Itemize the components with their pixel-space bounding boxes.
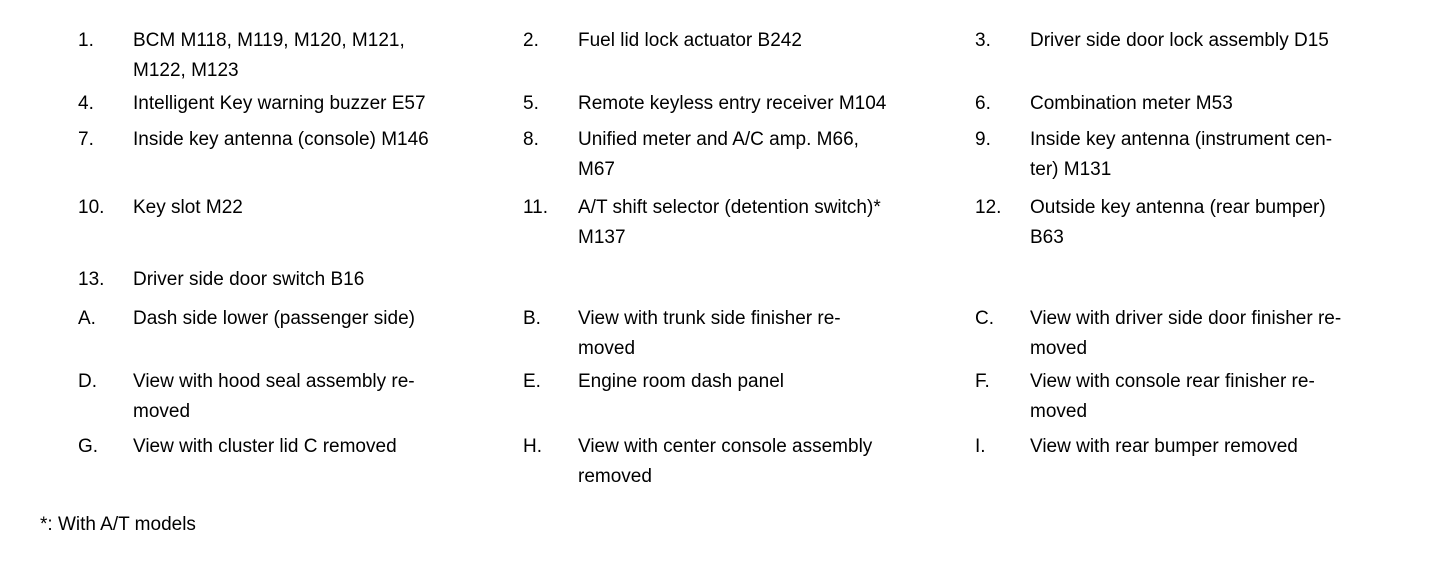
legend-row: 7. Inside key antenna (console) M146 8. Uni… [78,125,1456,185]
item-text: View with trunk side finisher re- moved [578,308,841,359]
item-text: Key slot M22 [133,197,243,218]
legend-item: C. View with driver side door finisher re… [975,304,1445,364]
item-text: Dash side lower (passenger side) [133,308,415,329]
item-label: A. [78,308,96,329]
item-text: Combination meter M53 [1030,93,1233,114]
legend-item: 3. Driver side door lock assembly D15 [975,26,1445,56]
item-text: Engine room dash panel [578,371,784,392]
legend-item: 11. A/T shift selector (detention switch)… [523,193,975,253]
item-label: 7. [78,129,94,150]
item-text: Driver side door lock assembly D15 [1030,30,1329,51]
item-text: Inside key antenna (instrument cen- ter)… [1030,129,1333,180]
item-label: 4. [78,93,94,114]
legend-item: 5. Remote keyless entry receiver M104 [523,89,975,119]
legend-item: 1. BCM M118, M119, M120, M121, M122, M123 [78,26,523,86]
legend-item: F. View with console rear finisher re- mo… [975,367,1445,427]
legend-item: B. View with trunk side finisher re- move… [523,304,975,364]
item-label: 12. [975,197,1002,218]
legend-item: 4. Intelligent Key warning buzzer E57 [78,89,523,119]
item-text: View with rear bumper removed [1030,436,1298,457]
item-text: Intelligent Key warning buzzer E57 [133,93,426,114]
legend-item: A. Dash side lower (passenger side) [78,304,523,334]
item-label: C. [975,308,994,329]
item-label: 6. [975,93,991,114]
legend-row: 10. Key slot M22 11. A/T shift selector (de… [78,193,1456,253]
legend-row: D. View with hood seal assembly re- moved… [78,367,1456,427]
item-label: D. [78,371,97,392]
legend-item: D. View with hood seal assembly re- moved [78,367,523,427]
legend-item: 13. Driver side door switch B16 [78,265,523,295]
legend-item: 10. Key slot M22 [78,193,523,223]
item-label: 5. [523,93,539,114]
legend-item: 6. Combination meter M53 [975,89,1445,119]
item-text: Inside key antenna (console) M146 [133,129,429,150]
legend-row: 13. Driver side door switch B16 [78,265,1456,295]
item-text: View with console rear finisher re- move… [1030,371,1315,422]
item-text: Unified meter and A/C amp. M66, M67 [578,129,859,180]
item-text: Driver side door switch B16 [133,269,365,290]
item-label: I. [975,436,986,457]
item-text: Fuel lid lock actuator B242 [578,30,802,51]
item-text: View with driver side door finisher re- … [1030,308,1342,359]
legend-row: G. View with cluster lid C removed H. View … [78,432,1456,492]
item-label: F. [975,371,990,392]
legend-item: I. View with rear bumper removed [975,432,1445,462]
legend-item: 8. Unified meter and A/C amp. M66, M67 [523,125,975,185]
footnote-asterisk-note: *: With A/T models [40,514,196,535]
item-label: H. [523,436,542,457]
item-label: 11. [523,197,549,218]
item-text: Outside key antenna (rear bumper) B63 [1030,197,1326,248]
legend-item: G. View with cluster lid C removed [78,432,523,462]
legend-row: 4. Intelligent Key warning buzzer E57 5. Re… [78,89,1456,119]
item-label: 13. [78,269,105,290]
item-label: G. [78,436,99,457]
item-text: Remote keyless entry receiver M104 [578,93,887,114]
item-text: View with cluster lid C removed [133,436,397,457]
item-label: 3. [975,30,991,51]
item-label: 9. [975,129,991,150]
legend-item: 7. Inside key antenna (console) M146 [78,125,523,155]
legend-item: 2. Fuel lid lock actuator B242 [523,26,975,56]
legend-row: A. Dash side lower (passenger side) B. View… [78,304,1456,364]
item-label: B. [523,308,541,329]
item-text: BCM M118, M119, M120, M121, M122, M123 [133,30,405,81]
component-legend-list: 1. BCM M118, M119, M120, M121, M122, M123… [78,26,1456,492]
legend-item: E. Engine room dash panel [523,367,975,397]
legend-item: 12. Outside key antenna (rear bumper) B63 [975,193,1445,253]
legend-row: 1. BCM M118, M119, M120, M121, M122, M123… [78,26,1456,86]
item-label: E. [523,371,541,392]
item-label: 1. [78,30,94,51]
legend-item: H. View with center console assembly remo… [523,432,975,492]
item-text: View with hood seal assembly re- moved [133,371,415,422]
legend-item: 9. Inside key antenna (instrument cen- te… [975,125,1445,185]
item-label: 10. [78,197,105,218]
item-label: 8. [523,129,539,150]
item-text: A/T shift selector (detention switch)* M… [578,197,881,248]
item-text: View with center console assembly remove… [578,436,873,487]
item-label: 2. [523,30,539,51]
